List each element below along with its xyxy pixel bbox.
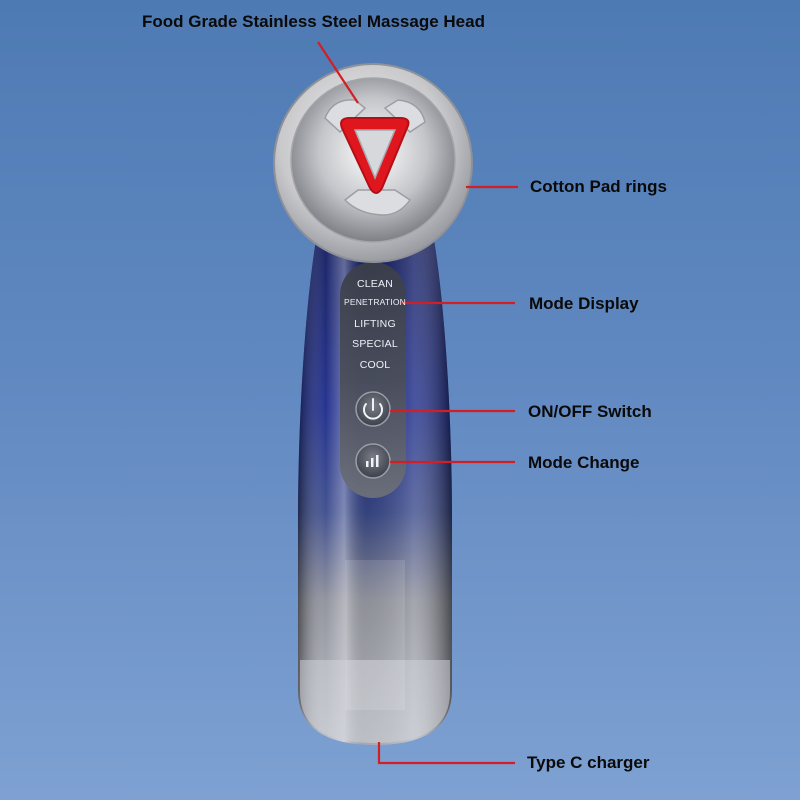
callout-mode-change: Mode Change <box>528 453 640 472</box>
leader-massage-head <box>317 41 359 104</box>
on-off-button[interactable] <box>355 391 391 427</box>
mode-label-clean: CLEAN <box>356 278 393 290</box>
signal-bars-icon <box>366 455 379 467</box>
power-icon <box>363 398 383 420</box>
mode-label-cool: COOL <box>359 359 391 371</box>
leader-charger <box>377 742 515 765</box>
callout-charger: Type C charger <box>527 753 650 772</box>
control-panel <box>340 262 406 498</box>
mode-label-penetration: PENETRATION <box>343 297 407 307</box>
callout-cotton-pad: Cotton Pad rings <box>530 177 667 196</box>
leader-lines <box>317 41 518 765</box>
mode-change-button[interactable] <box>355 443 391 479</box>
mode-label-special: SPECIAL <box>352 338 398 350</box>
callout-mode-display: Mode Display <box>529 294 639 313</box>
callout-massage-head: Food Grade Stainless Steel Massage Head <box>142 12 485 31</box>
callout-on-off: ON/OFF Switch <box>528 402 652 421</box>
mode-label-lifting: LIFTING <box>354 318 396 330</box>
